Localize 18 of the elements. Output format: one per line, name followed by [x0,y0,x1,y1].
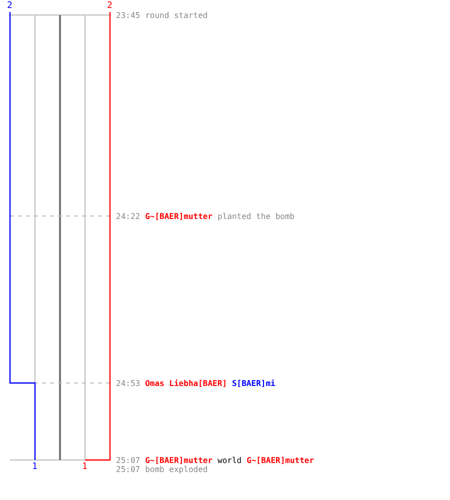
player-name: Omas Liebha[BAER] [145,379,227,388]
player-name: S[BAER]mi [232,379,276,388]
timestamp: 24:53 [116,379,140,388]
event-text: planted the bomb [218,212,295,221]
timestamp: 25:07 [116,456,140,465]
player-count: 1 [32,463,38,472]
timestamp: 23:45 [116,11,140,20]
timestamp: 24:22 [116,212,140,221]
timestamp: 25:07 [116,465,140,474]
killer-text: world [218,456,242,465]
event-text: bomb exploded [145,465,208,474]
event-text: round started [145,11,208,20]
player-name: G~[BAER]mutter [145,212,213,221]
player-count: 2 [7,2,12,11]
player-name: G~[BAER]mutter [145,456,213,465]
player-name: G~[BAER]mutter [246,456,314,465]
player-count: 2 [107,2,112,11]
player-count: 1 [82,463,88,472]
